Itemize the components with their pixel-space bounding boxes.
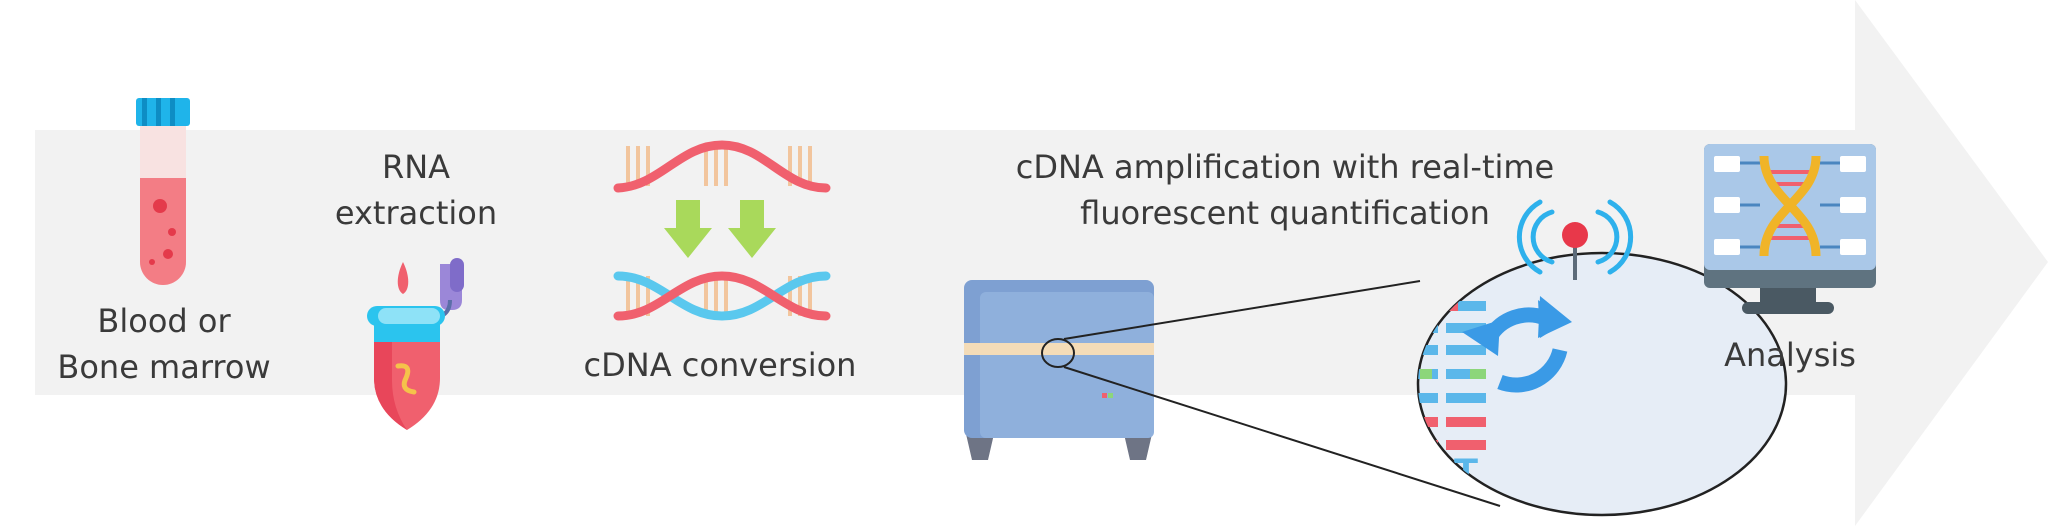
label-blood-sample: Blood or Bone marrow [44,298,284,390]
label-line: fluorescent quantification [1080,194,1490,232]
label-line: Blood or [97,302,231,340]
base-letter: C [1356,451,1385,495]
signal-icon [1516,199,1634,280]
label-line: Bone marrow [57,348,271,386]
label-rna-extraction: RNA extraction [316,144,516,236]
label-analysis: Analysis [1700,332,1880,378]
label-line: cDNA amplification with real-time [1015,148,1555,186]
monitor-dna-icon [1704,144,1876,314]
label-amplification: cDNA amplification with real-time fluore… [1000,144,1570,236]
label-line: RNA [381,148,451,186]
base-letter: A [1307,451,1336,495]
label-cdna-conversion: cDNA conversion [560,342,880,388]
label-line: cDNA conversion [583,346,857,384]
thermocycler-icon [964,280,1154,460]
test-tube-icon [136,98,190,285]
extraction-tube-icon [367,258,464,430]
dna-strand-icon [613,140,831,321]
label-line: extraction [334,194,498,232]
base-letter: G [1402,451,1433,495]
label-line: Analysis [1724,336,1856,374]
